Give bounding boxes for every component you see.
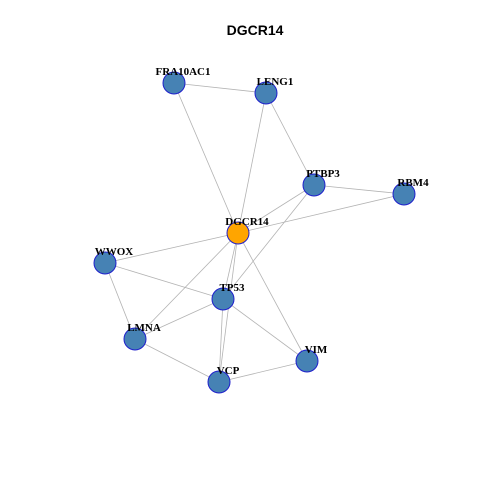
edge-leng1-dgcr14 (237, 92, 267, 234)
node-ptbp3[interactable] (302, 173, 326, 197)
edge-leng1-ptbp3 (265, 92, 315, 186)
edge-lmna-vcp (134, 338, 220, 383)
node-label-rbm4: RBM4 (397, 177, 429, 189)
node-label-ptbp3: PTBP3 (306, 168, 340, 180)
edge-tp53-vim (222, 298, 308, 362)
edge-vcp-vim (218, 360, 308, 383)
node-wwox[interactable] (93, 251, 117, 275)
edge-rbm4-dgcr14 (237, 193, 405, 234)
edge-wwox-lmna (104, 262, 136, 340)
node-label-vim: VIM (305, 344, 328, 356)
node-label-tp53: TP53 (219, 282, 245, 294)
edge-dgcr14-vim (237, 232, 308, 362)
node-lmna[interactable] (123, 327, 147, 351)
edge-ptbp3-dgcr14 (237, 184, 315, 234)
node-tp53[interactable] (211, 287, 235, 311)
edge-dgcr14-wwox (104, 232, 239, 264)
edge-ptbp3-tp53 (222, 184, 315, 300)
edge-fra10ac1-dgcr14 (173, 82, 239, 234)
node-rbm4[interactable] (392, 182, 416, 206)
edge-fra10ac1-leng1 (173, 82, 267, 94)
node-layer (93, 71, 416, 394)
edge-dgcr14-lmna (134, 232, 239, 340)
edge-tp53-lmna (134, 298, 224, 340)
edge-wwox-tp53 (104, 262, 224, 300)
node-vim[interactable] (295, 349, 319, 373)
edge-layer (104, 82, 405, 383)
node-fra10ac1[interactable] (162, 71, 186, 95)
graph-title: DGCR14 (227, 22, 284, 38)
node-label-leng1: LENG1 (257, 76, 294, 88)
node-leng1[interactable] (254, 81, 278, 105)
edge-tp53-vcp (218, 298, 224, 383)
node-label-wwox: WWOX (95, 246, 134, 258)
edge-ptbp3-rbm4 (313, 184, 405, 195)
node-vcp[interactable] (207, 370, 231, 394)
node-label-dgcr14: DGCR14 (225, 216, 269, 228)
node-label-fra10ac1: FRA10AC1 (156, 66, 211, 78)
node-dgcr14[interactable] (226, 221, 250, 245)
node-label-vcp: VCP (217, 365, 240, 377)
node-label-lmna: LMNA (127, 322, 161, 334)
